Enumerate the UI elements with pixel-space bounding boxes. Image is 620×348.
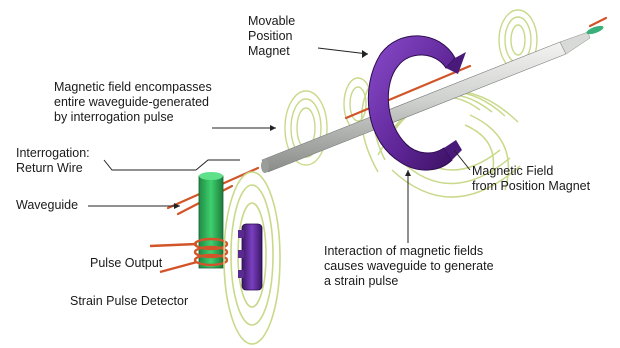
label-interrogation-return-wire: Interrogation: Return Wire xyxy=(16,146,90,176)
waveguide-housing xyxy=(199,172,223,268)
label-line: Interrogation: xyxy=(16,146,90,161)
label-line: a strain pulse xyxy=(324,274,494,289)
label-line: from Position Magnet xyxy=(472,179,590,194)
label-field-encompasses-waveguide: Magnetic field encompasses entire wavegu… xyxy=(54,80,212,125)
label-pulse-output: Pulse Output xyxy=(90,256,162,271)
label-line: Magnetic field encompasses xyxy=(54,80,212,95)
label-line: causes waveguide to generate xyxy=(324,259,494,274)
label-line: Strain Pulse Detector xyxy=(70,294,188,309)
label-magnetic-field-from-magnet: Magnetic Field from Position Magnet xyxy=(472,164,590,194)
label-line: Pulse Output xyxy=(90,256,162,271)
leader-lines xyxy=(88,48,470,243)
label-line: Position xyxy=(248,29,295,44)
label-line: by interrogation pulse xyxy=(54,110,212,125)
label-line: Movable xyxy=(248,14,295,29)
label-line: Magnet xyxy=(248,44,295,59)
label-strain-pulse-detector: Strain Pulse Detector xyxy=(70,294,188,309)
label-line: Interaction of magnetic fields xyxy=(324,244,494,259)
label-line: Return Wire xyxy=(16,161,90,176)
label-line: Waveguide xyxy=(16,198,78,213)
label-line: Magnetic Field xyxy=(472,164,590,179)
label-line: entire waveguide-generated xyxy=(54,95,212,110)
label-interaction-strain-pulse: Interaction of magnetic fields causes wa… xyxy=(324,244,494,289)
label-movable-position-magnet: Movable Position Magnet xyxy=(248,14,295,59)
strain-pulse-detector xyxy=(238,224,262,290)
label-waveguide: Waveguide xyxy=(16,198,78,213)
